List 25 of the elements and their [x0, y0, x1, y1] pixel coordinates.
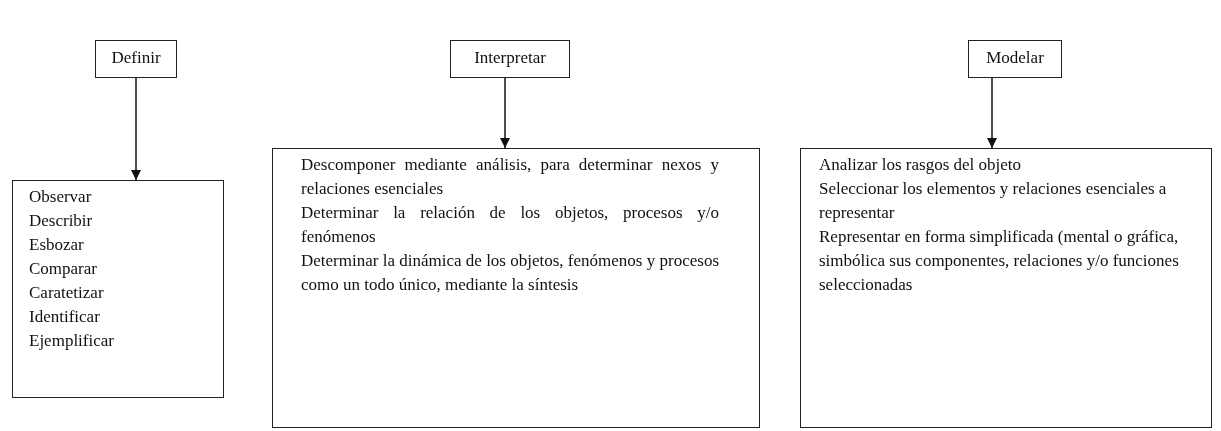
text-box — [450, 40, 570, 78]
node-text: Descomponer mediante análisis, para determinar nexos y relaciones esenciales — [301, 154, 719, 200]
arrow — [131, 77, 141, 181]
text-box — [95, 40, 177, 78]
node-text: Determinar la relación de los objetos, procesos y/o fenómenos — [301, 202, 719, 248]
arrow — [987, 77, 997, 149]
text-box — [968, 40, 1062, 78]
node-text: Definir — [110, 47, 162, 69]
text-box — [272, 148, 760, 428]
node-text: Observar — [29, 186, 93, 208]
node-text: Modelar — [985, 47, 1045, 69]
arrow — [500, 77, 510, 149]
text-box — [800, 148, 1212, 428]
node-text: Determinar la dinámica de los objetos, fenómenos y procesos como un todo único, mediante la síntesis — [301, 250, 719, 296]
node-text: Seleccionar los elementos y relaciones esenciales a representar — [819, 178, 1168, 224]
node-text: Esbozar — [29, 234, 85, 256]
node-text: Representar en forma simplificada (mental o gráfica, simbólica sus componentes, relaciones y/o funciones seleccionadas — [819, 226, 1180, 296]
node-text: Caratetizar — [29, 282, 105, 304]
node-text: Comparar — [29, 258, 98, 280]
node-text: Interpretar — [473, 47, 547, 69]
text-box — [12, 180, 224, 398]
node-text: Ejemplificar — [29, 330, 115, 352]
node-text: Analizar los rasgos del objeto — [819, 154, 1023, 176]
node-text: Identificar — [29, 306, 101, 328]
node-text: Describir — [29, 210, 94, 232]
